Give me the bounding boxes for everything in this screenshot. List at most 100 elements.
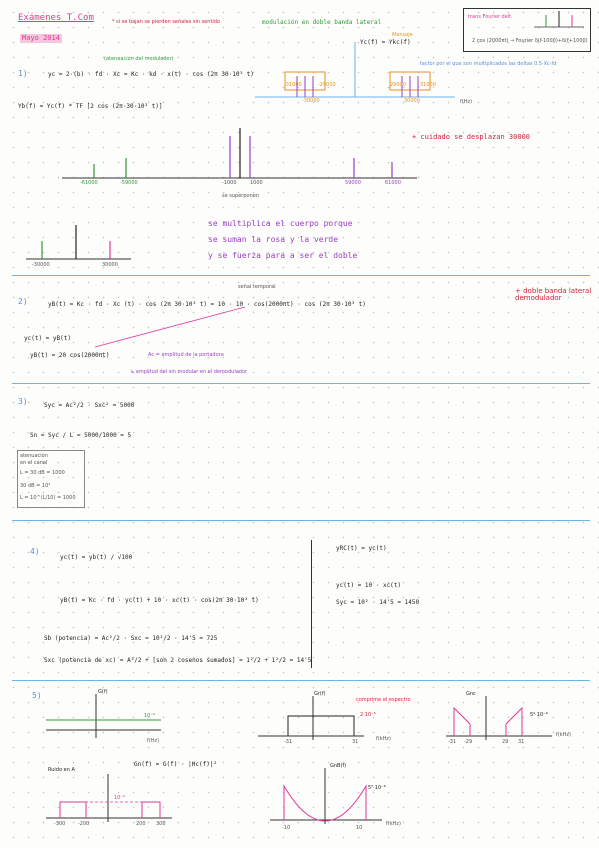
tick-mid-1: -59000 [120, 180, 138, 186]
section-3-number: 3) [18, 397, 28, 406]
result-text-1: se multiplica el cuerpo porque [208, 219, 353, 228]
g3-label: Gnc [466, 691, 476, 697]
f-axis-label: f(Hz) [460, 99, 473, 105]
tick-mid-5: 61000 [385, 180, 401, 186]
sec4-eq4: Sxc (potencia de xc) = A²/2 + [son 2 cos… [44, 657, 312, 664]
sec3-note-box: atenuación en el canal L = 30 dB = 1000 … [17, 450, 85, 508]
sec2-ac-note: Ac = amplitud de la portadora [148, 352, 224, 358]
tick-top-2: -29000 [318, 82, 336, 88]
section-5-number: 5) [32, 691, 42, 700]
tick-bot-0: -30000 [32, 262, 50, 268]
section-1-number: 1) [18, 69, 28, 78]
g5-label: GnB(f) [330, 763, 347, 769]
g3-tick-0: -31 [448, 739, 457, 745]
section-2-number: 2) [18, 297, 28, 306]
separator-1 [12, 275, 590, 276]
sec2-red-note: + doble banda lateral demodulador [515, 287, 592, 302]
sec1-eq1: yc = 2·(b) · fd · Xc = Kc · kd · x(t) · … [48, 71, 254, 78]
sec1-eq2: Yb(f) = Yc(f) * TF [2 cos (2π·30·10³ t)] [18, 103, 163, 110]
tick-top-4: 30000 [404, 98, 420, 104]
section-4-number: 4) [30, 547, 40, 556]
g2-tick-0: -31 [284, 739, 293, 745]
spectrum-yb [62, 128, 417, 179]
g3-tick-1: -29 [464, 739, 473, 745]
g5-tick-0: -10 [282, 825, 291, 831]
sec4-right3: Syc = 10² · 14'5 = 1450 [336, 599, 420, 606]
sec4-right2: yc(t) = 10 · xc(t) [336, 582, 402, 589]
graph-gnb [270, 768, 382, 824]
fourier-box-formula: 2 cos (2000πt) → Fourier δ(f-1000)+δ(f+1… [472, 38, 588, 44]
sec2-eq3: yB(t) = 20 cos(2000πt) [30, 352, 110, 359]
g4-tick-2: 200 [136, 821, 146, 827]
orange-label: Mensaje [392, 32, 413, 38]
tick-top-3: 29000 [390, 82, 406, 88]
sec2-note: ↳ amplitud del sin modular en el demodul… [130, 369, 248, 375]
g3-level: 5²·10⁻⁶ [530, 712, 548, 718]
g5-axis: f(kHz) [386, 821, 401, 827]
sec2-pointer-arrow [94, 306, 246, 348]
g4-eq: Gn(f) = G(f) · |Hc(f)|² [134, 761, 218, 768]
fourier-box-sketch [534, 11, 584, 28]
g2-axis: f(kHz) [376, 736, 391, 742]
g2-note: comprime el espectro [356, 697, 411, 703]
sec4-right1: yRC(t) = yc(t) [336, 545, 387, 552]
tick-mid-2: -1000 [222, 180, 237, 186]
result-text-2: se suman la rosa y la verde [208, 235, 339, 244]
spectrum-label: Yc(f) = Ykc(f) [360, 39, 411, 46]
tick-mid-4: 59000 [345, 180, 361, 186]
sec2-over: señal temporal [238, 284, 276, 290]
sec4-eq3: Sb (potencia) = Ac²/2 · Sxc = 10²/2 · 14… [44, 635, 218, 642]
sec3-note-1: en el canal [20, 460, 48, 466]
g4-title: Ruido en A [48, 767, 75, 773]
tick-mid-0: -61000 [80, 180, 98, 186]
tick-top-5: 31000 [420, 82, 436, 88]
fourier-box-title: trans Fourier delt. [468, 14, 513, 20]
g2-level: 2·10⁻⁶ [360, 712, 376, 718]
sec3-note-4: L = 10^(L/10) = 1000 [20, 495, 76, 501]
sec2-eq1: yB(t) = Kc · fd · Xc (t) · cos (2π 30·10… [48, 301, 366, 308]
tick-top-1: -30000 [302, 98, 320, 104]
g3-tick-2: 29 [502, 739, 509, 745]
sec3-eq1: Syc = Ac²/2 · Sxc² = 5000 [44, 402, 135, 409]
graph-g [46, 694, 161, 738]
g4-tick-1: -200 [78, 821, 90, 827]
sec4-eq2: yB(t) = Kc · fd · yc(t) + 10 · xc(t) · c… [60, 597, 259, 604]
graph-noise-a [46, 774, 172, 822]
sec2-eq2: yc(t) = yB(t) [24, 335, 71, 342]
tick-mid-3: 1000 [250, 180, 263, 186]
displacement-note: + cuidado se desplazan 30000 [412, 133, 531, 141]
sec3-note-3: 30 dB = 10³ [20, 483, 51, 489]
g4-tick-3: 300 [156, 821, 166, 827]
blue-note: factor por el que son multiplicados las … [420, 61, 557, 67]
separator-4 [12, 680, 590, 681]
sec3-note-0: atenuación [20, 453, 48, 459]
spectrum-result [26, 225, 131, 260]
fourier-box: trans Fourier delt. 2 cos (2000πt) → Fou… [463, 8, 591, 52]
separator-3 [12, 520, 590, 521]
spectrum-yc [255, 42, 455, 98]
g4-tick-0: -300 [54, 821, 66, 827]
g5-tick-1: 10 [356, 825, 363, 831]
sec3-eq2: Sn = Syc / L = 5000/1000 = 5 [30, 432, 132, 439]
g1-label: G(f) [98, 689, 108, 695]
g5-level: 5²·10⁻⁶ [368, 785, 386, 791]
graph-gnc [446, 696, 552, 740]
green-header-note: modulación en doble banda lateral [262, 19, 382, 26]
tick-top-0: -31000 [284, 82, 302, 88]
sec4-divider [311, 540, 312, 668]
page-title: Exámenes T.Com [18, 13, 94, 23]
g1-axis: f(Hz) [147, 738, 160, 744]
g3-tick-3: 31 [518, 739, 525, 745]
g4-level: 10⁻⁶ [114, 795, 126, 801]
sec3-note-2: L = 30 dB = 1000 [20, 470, 65, 476]
exam-date: Mayo 2014 [20, 34, 62, 43]
g2-tick-1: 31 [352, 739, 359, 745]
separator-2 [12, 383, 590, 384]
g1-level: 10⁻⁶ [144, 713, 156, 719]
red-header-note: * si se bajan se pierden señales sin sen… [112, 19, 221, 25]
tick-bot-1: 30000 [102, 262, 118, 268]
superpose-label: se superponen [222, 193, 259, 199]
sec4-eq1: yc(t) = yb(t) / √100 [60, 554, 133, 561]
g3-axis: f(kHz) [556, 732, 571, 738]
